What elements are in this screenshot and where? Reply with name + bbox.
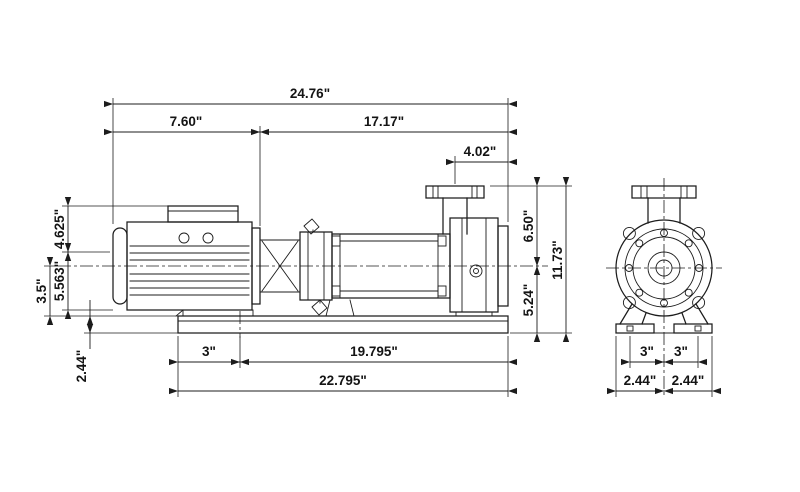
gauge-plug-inner [473,268,479,274]
dim-label-hole-to-hole: 19.795" [350,344,398,359]
bolt-circle [632,236,696,300]
motor-cooling-fins [129,245,250,296]
flange-bolt-marks [640,186,688,198]
foot-pad-right [673,323,713,334]
dimensions-end-view: 3" 3" 2.44" 2.44" [607,336,721,397]
coupling-guard [259,239,301,293]
casing-face-circle [624,228,704,308]
dim-label-motor-length: 7.60" [170,114,203,129]
hub-circle [647,251,681,285]
dim-label-flange-to-end: 4.02" [464,144,497,159]
bolt-holes [625,229,703,307]
shaft-circle [655,259,673,277]
extension-lines-right [490,185,572,334]
baseplate-body [177,315,509,334]
motor-foot [182,309,254,317]
drain-plug [311,299,328,316]
lantern-ribs [307,231,325,301]
flange-neck [442,197,468,235]
dim-label-edge-to-hole: 3" [202,344,216,359]
side-view: 24.76" 7.60" 17.17" 4.02" 4.625" 5.563" … [34,86,572,397]
dim-label-box-to-mid: 4.625" [52,209,67,249]
motor-body [126,221,253,311]
flange-plate [631,185,697,199]
foot-bolt-slot-left [626,325,634,332]
dimensions-left: 4.625" 5.563" 3.5" 2.44" [34,197,178,383]
motor-eyelet-left [178,232,190,244]
tie-rods [339,240,439,292]
dim-label-center-to-left-hole: 3" [640,344,654,359]
dim-label-mid-to-bottom: 5.563" [52,261,67,301]
flange-neck [647,197,681,224]
flange-bolt-marks [432,186,478,198]
motor-eyelet-right [202,232,214,244]
motor [112,205,261,317]
foot-bolt-slot-right [694,325,702,332]
flange-plate [425,185,485,199]
dim-label-center-to-base: 3.5" [34,278,49,303]
motor-foot-gusset [175,309,184,317]
head-support [455,311,493,317]
lantern-support-legs [325,299,355,317]
tie-rod-nut [331,235,341,247]
dim-label-flange-to-center: 6.50" [521,210,536,243]
guard-rails [259,239,301,293]
motor-drive-end-bracket [251,227,261,305]
end-view: 3" 3" 2.44" 2.44" [606,178,722,397]
casing-outer-circle [615,219,713,317]
head-seams [461,217,487,313]
pump-head [449,217,509,317]
suction-flange [425,185,485,235]
guard-cross-brace [261,240,299,292]
dim-label-overall-length: 24.76" [290,86,330,101]
dim-label-center-to-right-hole: 3" [674,344,688,359]
end-cover [497,225,509,307]
extension-lines-end-view [615,336,713,397]
dim-label-center-to-right-edge: 2.44" [672,373,705,388]
dimensions-top: 24.76" 7.60" 17.17" 4.02" [104,86,517,226]
suction-flange-end-view [631,185,697,224]
vent-plug [303,218,320,235]
tie-rod-nut [437,285,447,297]
dim-label-base-height: 2.44" [74,350,89,383]
foot-pad-left [615,323,655,334]
dim-label-base-length: 22.795" [319,373,367,388]
dimensions-bottom: 3" 19.795" 22.795" [169,336,517,397]
mounting-feet [615,303,713,334]
terminal-box [167,205,239,223]
dim-label-pump-length: 17.17" [364,114,404,129]
baseplate [177,311,509,338]
dim-label-center-to-ground: 5.24" [521,284,536,317]
dim-label-overall-height: 11.73" [550,240,565,279]
tie-rod-nut [331,285,341,297]
tie-rod-nut [437,235,447,247]
dimensions-right: 6.50" 5.24" 11.73" [490,177,572,342]
dim-label-center-to-left-edge: 2.44" [624,373,657,388]
gauge-plug-outer [469,264,483,278]
foot-legs [619,303,709,325]
